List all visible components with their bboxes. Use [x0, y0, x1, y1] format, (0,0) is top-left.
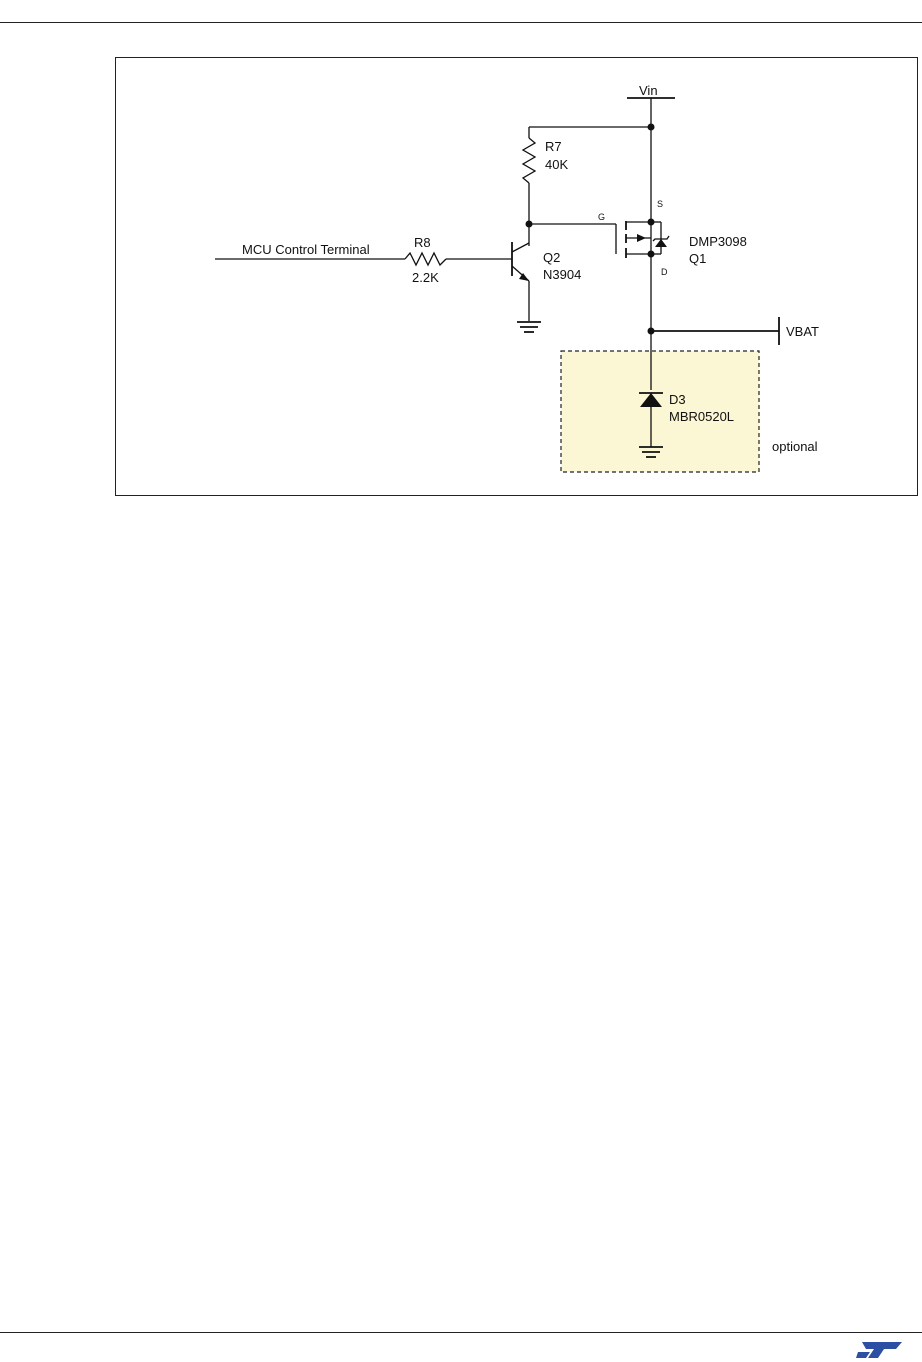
- r8-resistor-icon: [405, 253, 446, 265]
- q2-npn-transistor-icon: [512, 242, 529, 281]
- control-terminal-label: MCU Control Terminal: [242, 242, 370, 257]
- d3-ref-label: D3: [669, 392, 686, 407]
- r8-ref-label: R8: [414, 235, 431, 250]
- gate-label: G: [598, 212, 605, 222]
- r7-ref-label: R7: [545, 139, 562, 154]
- vbat-label: VBAT: [786, 324, 819, 339]
- q2-part-label: N3904: [543, 267, 581, 282]
- q1-ref-label: Q1: [689, 251, 706, 266]
- st-logo-icon: [856, 1340, 904, 1360]
- r7-resistor-icon: [523, 138, 535, 183]
- drain-label: D: [661, 267, 668, 277]
- ground-icon: [517, 322, 541, 332]
- vin-label: Vin: [639, 83, 658, 98]
- source-label: S: [657, 199, 663, 209]
- optional-label: optional: [772, 439, 818, 454]
- r8-value-label: 2.2K: [412, 270, 439, 285]
- junction-dot: [648, 219, 655, 226]
- junction-dot: [648, 251, 655, 258]
- q1-part-label: DMP3098: [689, 234, 747, 249]
- junction-dot: [526, 221, 533, 228]
- junction-dot: [648, 124, 655, 131]
- q1-pmosfet-icon: [626, 221, 669, 258]
- junction-dot: [648, 328, 655, 335]
- r7-value-label: 40K: [545, 157, 568, 172]
- d3-part-label: MBR0520L: [669, 409, 734, 424]
- q2-ref-label: Q2: [543, 250, 560, 265]
- footer-rule: [0, 1332, 922, 1333]
